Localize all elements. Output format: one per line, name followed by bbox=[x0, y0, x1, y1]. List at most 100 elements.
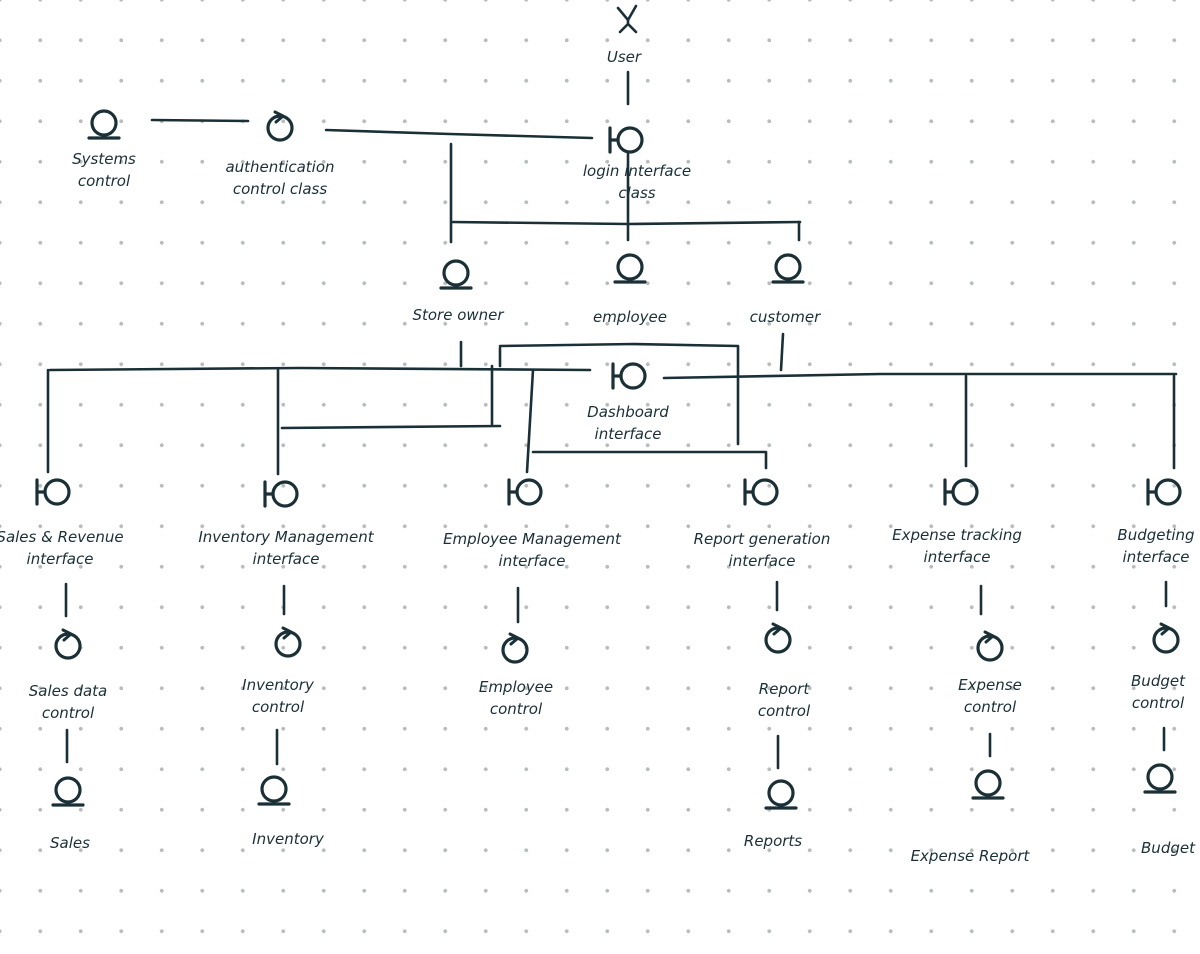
label-line: Expense bbox=[958, 676, 1022, 694]
node-label-sales-control: Sales data control bbox=[29, 682, 107, 722]
connector-line-4 bbox=[450, 220, 802, 226]
entity-icon bbox=[439, 259, 473, 290]
label-line: Reports bbox=[744, 832, 802, 850]
label-line: Budget bbox=[1131, 672, 1186, 690]
boundary-icon bbox=[35, 478, 71, 506]
connector-lines bbox=[46, 70, 1178, 770]
node-label-customer: customer bbox=[750, 308, 821, 326]
label-line: Budgeting bbox=[1117, 526, 1194, 544]
control-icon bbox=[54, 628, 82, 660]
node-bud-interface: Budgeting interface bbox=[1117, 478, 1195, 566]
label-line: interface bbox=[924, 548, 991, 566]
label-line: control bbox=[42, 704, 95, 722]
label-line: interface bbox=[27, 550, 94, 568]
node-label-login-interface: login interface class bbox=[583, 162, 691, 202]
label-line: control class bbox=[233, 180, 328, 198]
node-rep-control: Report control bbox=[758, 622, 811, 720]
label-line: class bbox=[618, 184, 655, 202]
label-line: control bbox=[964, 698, 1017, 716]
label-line: customer bbox=[750, 308, 821, 326]
label-line: Budget bbox=[1141, 839, 1196, 857]
node-label-user: User bbox=[607, 48, 642, 66]
boundary-icon bbox=[743, 478, 779, 506]
entity-icon bbox=[971, 769, 1005, 800]
label-line: control bbox=[252, 698, 305, 716]
control-icon bbox=[764, 622, 792, 654]
node-label-rep-control: Report control bbox=[758, 680, 811, 720]
boundary-icon bbox=[507, 478, 543, 506]
label-line: login interface bbox=[583, 162, 691, 180]
node-store-owner: Store owner bbox=[412, 259, 504, 324]
node-exp-interface: Expense tracking interface bbox=[892, 478, 1022, 566]
label-line: Expense Report bbox=[911, 847, 1031, 865]
label-line: interface bbox=[1123, 548, 1190, 566]
label-line: Report generation bbox=[694, 530, 831, 548]
node-customer: customer bbox=[750, 253, 821, 326]
node-exp-control: Expense control bbox=[958, 630, 1022, 716]
label-line: Systems bbox=[72, 150, 136, 168]
label-line: Inventory bbox=[242, 676, 315, 694]
entity-icon bbox=[771, 253, 805, 284]
node-label-exp-control: Expense control bbox=[958, 676, 1022, 716]
label-line: interface bbox=[253, 550, 320, 568]
node-label-bud-interface: Budgeting interface bbox=[1117, 526, 1194, 566]
label-line: interface bbox=[729, 552, 796, 570]
node-employee: employee bbox=[593, 253, 667, 326]
label-line: interface bbox=[499, 552, 566, 570]
node-inv-entity: Inventory bbox=[252, 775, 325, 848]
label-line: employee bbox=[593, 308, 667, 326]
label-line: Sales bbox=[50, 834, 90, 852]
boundary-icon bbox=[608, 126, 644, 154]
node-sales-entity: Sales bbox=[50, 776, 90, 852]
connector-line-20 bbox=[531, 450, 768, 470]
label-line: interface bbox=[595, 425, 662, 443]
node-user: User bbox=[607, 4, 642, 66]
node-label-rep-entity: Reports bbox=[744, 832, 802, 850]
node-label-inv-entity: Inventory bbox=[252, 830, 325, 848]
actor-icon bbox=[616, 4, 638, 34]
entity-icon bbox=[87, 109, 121, 140]
entity-icon bbox=[613, 253, 647, 284]
connector-line-10 bbox=[662, 372, 1178, 380]
node-label-rep-interface: Report generation interface bbox=[694, 530, 831, 570]
label-line: Sales & Revenue bbox=[0, 528, 124, 546]
label-line: Report bbox=[759, 680, 811, 698]
connector-line-19 bbox=[525, 368, 535, 474]
label-line: control bbox=[758, 702, 811, 720]
entity-icon bbox=[257, 775, 291, 806]
label-line: User bbox=[607, 48, 642, 66]
node-rep-interface: Report generation interface bbox=[694, 478, 831, 570]
entity-icon bbox=[51, 776, 85, 807]
connector-line-9 bbox=[48, 366, 592, 372]
node-bud-entity: Budget bbox=[1141, 763, 1196, 857]
control-icon bbox=[501, 632, 529, 664]
boundary-icon bbox=[611, 362, 647, 390]
label-line: Expense tracking bbox=[892, 526, 1022, 544]
label-line: Sales data bbox=[29, 682, 107, 700]
label-line: Store owner bbox=[412, 306, 504, 324]
connector-line-15 bbox=[280, 424, 502, 430]
node-inv-control: Inventory control bbox=[242, 626, 315, 716]
connector-line-18 bbox=[498, 342, 740, 446]
node-inv-interface: Inventory Management interface bbox=[198, 480, 375, 568]
node-sales-control: Sales data control bbox=[29, 628, 107, 722]
label-line: control bbox=[490, 700, 543, 718]
node-label-dashboard: Dashboard interface bbox=[587, 403, 669, 443]
node-label-sales-interface: Sales & Revenue interface bbox=[0, 528, 124, 568]
connector-line-2 bbox=[324, 128, 594, 140]
node-exp-entity: Expense Report bbox=[911, 769, 1031, 865]
node-label-bud-entity: Budget bbox=[1141, 839, 1196, 857]
label-line: Inventory Management bbox=[198, 528, 374, 546]
label-line: Dashboard bbox=[587, 403, 669, 421]
node-rep-entity: Reports bbox=[744, 779, 802, 850]
